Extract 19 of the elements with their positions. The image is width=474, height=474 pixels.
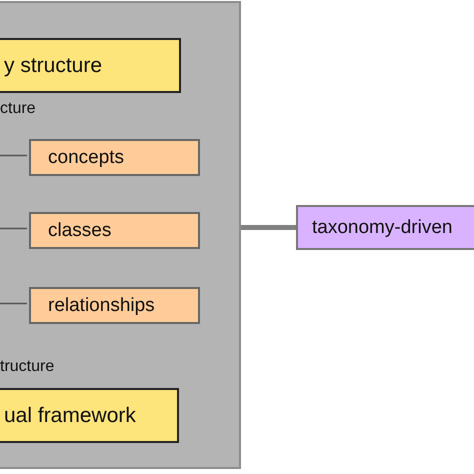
connector-line bbox=[241, 225, 296, 230]
result-box bbox=[296, 205, 474, 250]
node-label: ual framework bbox=[4, 404, 136, 428]
group-label: tructure bbox=[0, 358, 54, 376]
group-label: cture bbox=[0, 100, 36, 118]
title-box bbox=[0, 388, 179, 443]
item-box bbox=[29, 287, 200, 324]
item-box bbox=[29, 212, 200, 249]
connector-line bbox=[0, 228, 27, 230]
node-label: concepts bbox=[48, 146, 124, 168]
item-box bbox=[29, 139, 200, 176]
node-label: taxonomy-driven bbox=[312, 216, 452, 238]
connector-line bbox=[0, 154, 27, 156]
panel-background bbox=[0, 1, 241, 469]
title-box bbox=[0, 38, 181, 93]
node-label: y structure bbox=[4, 54, 102, 78]
connector-line bbox=[0, 302, 27, 304]
node-label: relationships bbox=[48, 294, 155, 316]
node-label: classes bbox=[48, 220, 112, 242]
